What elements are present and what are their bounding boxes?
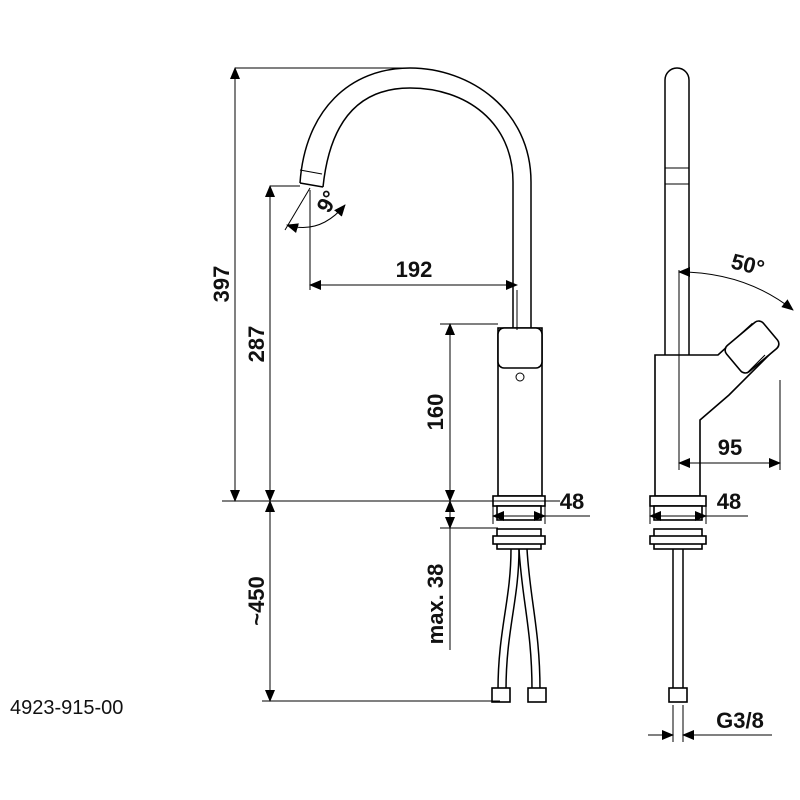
hose-fitting-right <box>527 687 547 703</box>
side-spout <box>664 67 690 355</box>
label-397: 397 <box>209 266 234 303</box>
label-450: ~450 <box>244 576 269 626</box>
label-48-side: 48 <box>717 489 741 514</box>
spout-outer <box>299 67 532 328</box>
lever-handle <box>497 327 543 369</box>
label-287: 287 <box>244 326 269 363</box>
spout-inner <box>322 87 514 328</box>
label-50-degrees: 50° <box>729 249 767 281</box>
hose-fitting-left <box>491 687 511 703</box>
part-number: 4923-915-00 <box>10 697 124 719</box>
side-handle <box>724 320 780 374</box>
supply-hose-left <box>497 548 512 691</box>
label-95: 95 <box>718 435 742 460</box>
supply-hose-right <box>518 548 533 691</box>
label-192: 192 <box>396 257 433 282</box>
spout-tip <box>299 182 324 188</box>
side-view <box>649 67 780 703</box>
dimension-lines <box>230 67 794 740</box>
label-max-38: max. 38 <box>423 564 448 645</box>
arc-9-degrees <box>286 204 346 233</box>
arc-50-degrees <box>678 267 794 311</box>
label-g38: G3/8 <box>716 708 764 733</box>
side-hose-fitting <box>668 687 688 703</box>
label-48-front: 48 <box>560 489 584 514</box>
lever-indicator <box>515 372 525 382</box>
label-160: 160 <box>423 394 448 431</box>
